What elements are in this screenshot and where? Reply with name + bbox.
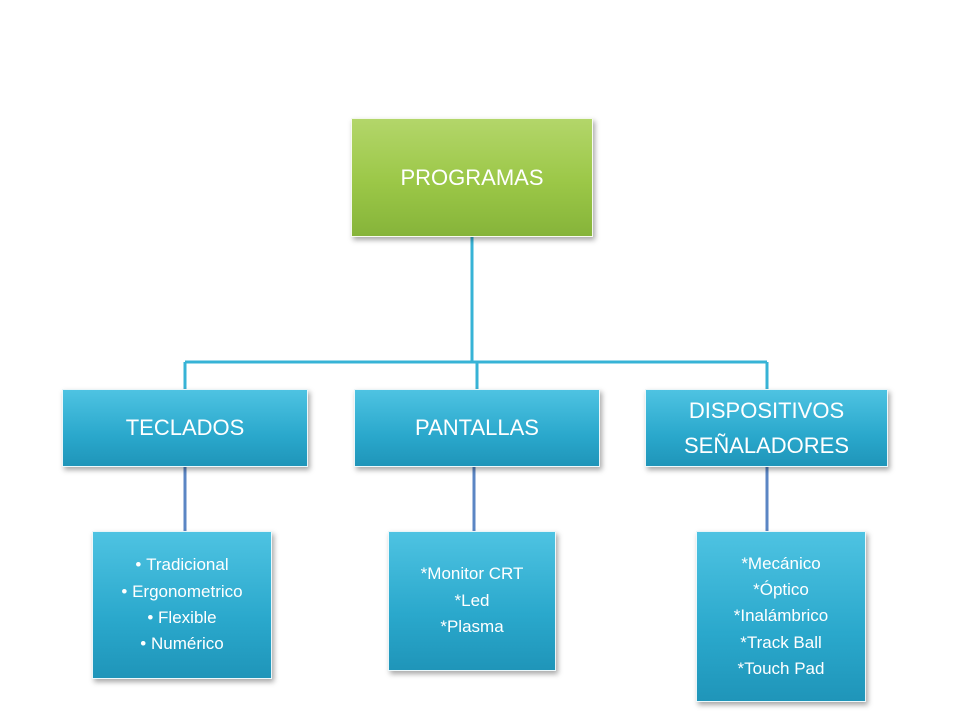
category-label-pantallas: PANTALLAS (415, 415, 539, 441)
category-node-teclados: TECLADOS (62, 389, 308, 467)
category-label-dispositivos-line-1: DISPOSITIVOS (688, 397, 845, 423)
list-item: Ergonometrico (121, 579, 243, 605)
category-label-teclados: TECLADOS (125, 415, 245, 441)
category-node-pantallas: PANTALLAS (354, 389, 600, 467)
leaf-node-pantallas: *Monitor CRT *Led *Plasma (388, 531, 556, 671)
list-item: Numérico (121, 631, 242, 657)
list-item: Tradicional (121, 552, 242, 578)
list-item: *Mecánico (741, 553, 821, 573)
leaf-node-dispositivos: *Mecánico *Óptico *Inalámbrico *Track Ba… (696, 531, 866, 702)
list-item: Flexible (121, 605, 242, 631)
root-node-programas: PROGRAMAS (351, 118, 593, 237)
dispositivos-item-list: *Mecánico *Óptico *Inalámbrico *Track Ba… (734, 551, 829, 683)
root-node-label: PROGRAMAS (400, 164, 544, 190)
list-item: *Touch Pad (737, 659, 825, 679)
category-node-dispositivos-senaladores: DISPOSITIVOS SEÑALADORES (645, 389, 888, 467)
list-item: *Monitor CRT (420, 564, 524, 584)
list-item: *Óptico (753, 579, 809, 599)
list-item: *Plasma (440, 617, 504, 637)
teclados-item-list: Tradicional Ergonometrico Flexible Numér… (121, 552, 243, 657)
pantallas-item-list: *Monitor CRT *Led *Plasma (421, 561, 524, 640)
category-label-dispositivos-line-2: SEÑALADORES (683, 433, 850, 458)
list-item: *Led (454, 590, 490, 610)
list-item: *Inalámbrico (733, 606, 829, 626)
list-item: *Track Ball (740, 632, 822, 652)
leaf-node-teclados: Tradicional Ergonometrico Flexible Numér… (92, 531, 272, 679)
